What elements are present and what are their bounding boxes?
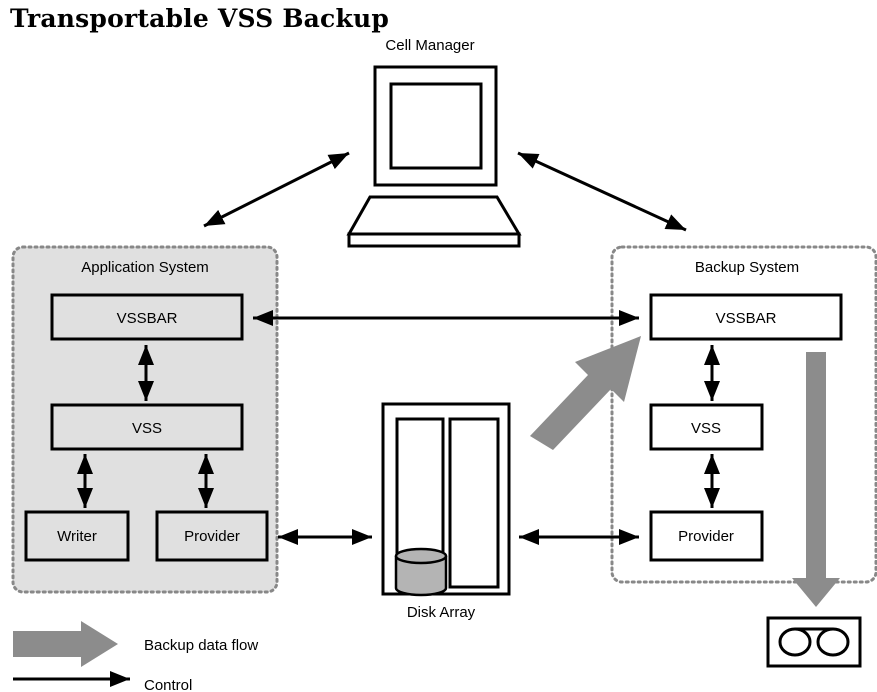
disk-array-label: Disk Array	[407, 604, 476, 621]
disk-array	[381, 402, 511, 597]
cell-manager-label: Cell Manager	[385, 37, 474, 54]
backup-provider-box: Provider	[649, 510, 764, 562]
app-writer-box: Writer	[24, 510, 130, 562]
backup-vss-box: VSS	[649, 403, 764, 451]
backup-system-group	[610, 245, 877, 584]
backup-vssbar-box: VSSBAR	[649, 293, 843, 341]
legend-data-flow-arrow	[13, 621, 118, 667]
backup-vss-label: VSS	[691, 420, 721, 437]
app-vssbar-box: VSSBAR	[50, 293, 244, 341]
app-provider-label: Provider	[184, 528, 240, 545]
app-vss-box: VSS	[50, 403, 244, 451]
data-flow-arrow-backup-to-tape	[792, 352, 840, 607]
app-vssbar-label: VSSBAR	[117, 310, 178, 327]
cylinder-icon	[394, 547, 448, 597]
app-vss-label: VSS	[132, 420, 162, 437]
data-flow-arrow-disk-to-backup	[530, 336, 641, 450]
legend-data-flow-label: Backup data flow	[144, 637, 258, 654]
backup-provider-label: Provider	[678, 528, 734, 545]
backup-vssbar-label: VSSBAR	[716, 310, 777, 327]
computer-icon	[346, 65, 522, 248]
legend: Backup data flow Control	[13, 621, 258, 692]
tape-drive-icon	[766, 616, 862, 668]
page-title: Transportable VSS Backup	[10, 4, 390, 33]
legend-control-label: Control	[144, 677, 192, 692]
app-provider-box: Provider	[155, 510, 269, 562]
backup-system-label: Backup System	[695, 259, 799, 276]
control-arrow-cm-backup	[517, 151, 687, 232]
application-system-label: Application System	[81, 259, 209, 276]
app-writer-label: Writer	[57, 528, 97, 545]
control-arrow-cm-app	[203, 151, 350, 228]
